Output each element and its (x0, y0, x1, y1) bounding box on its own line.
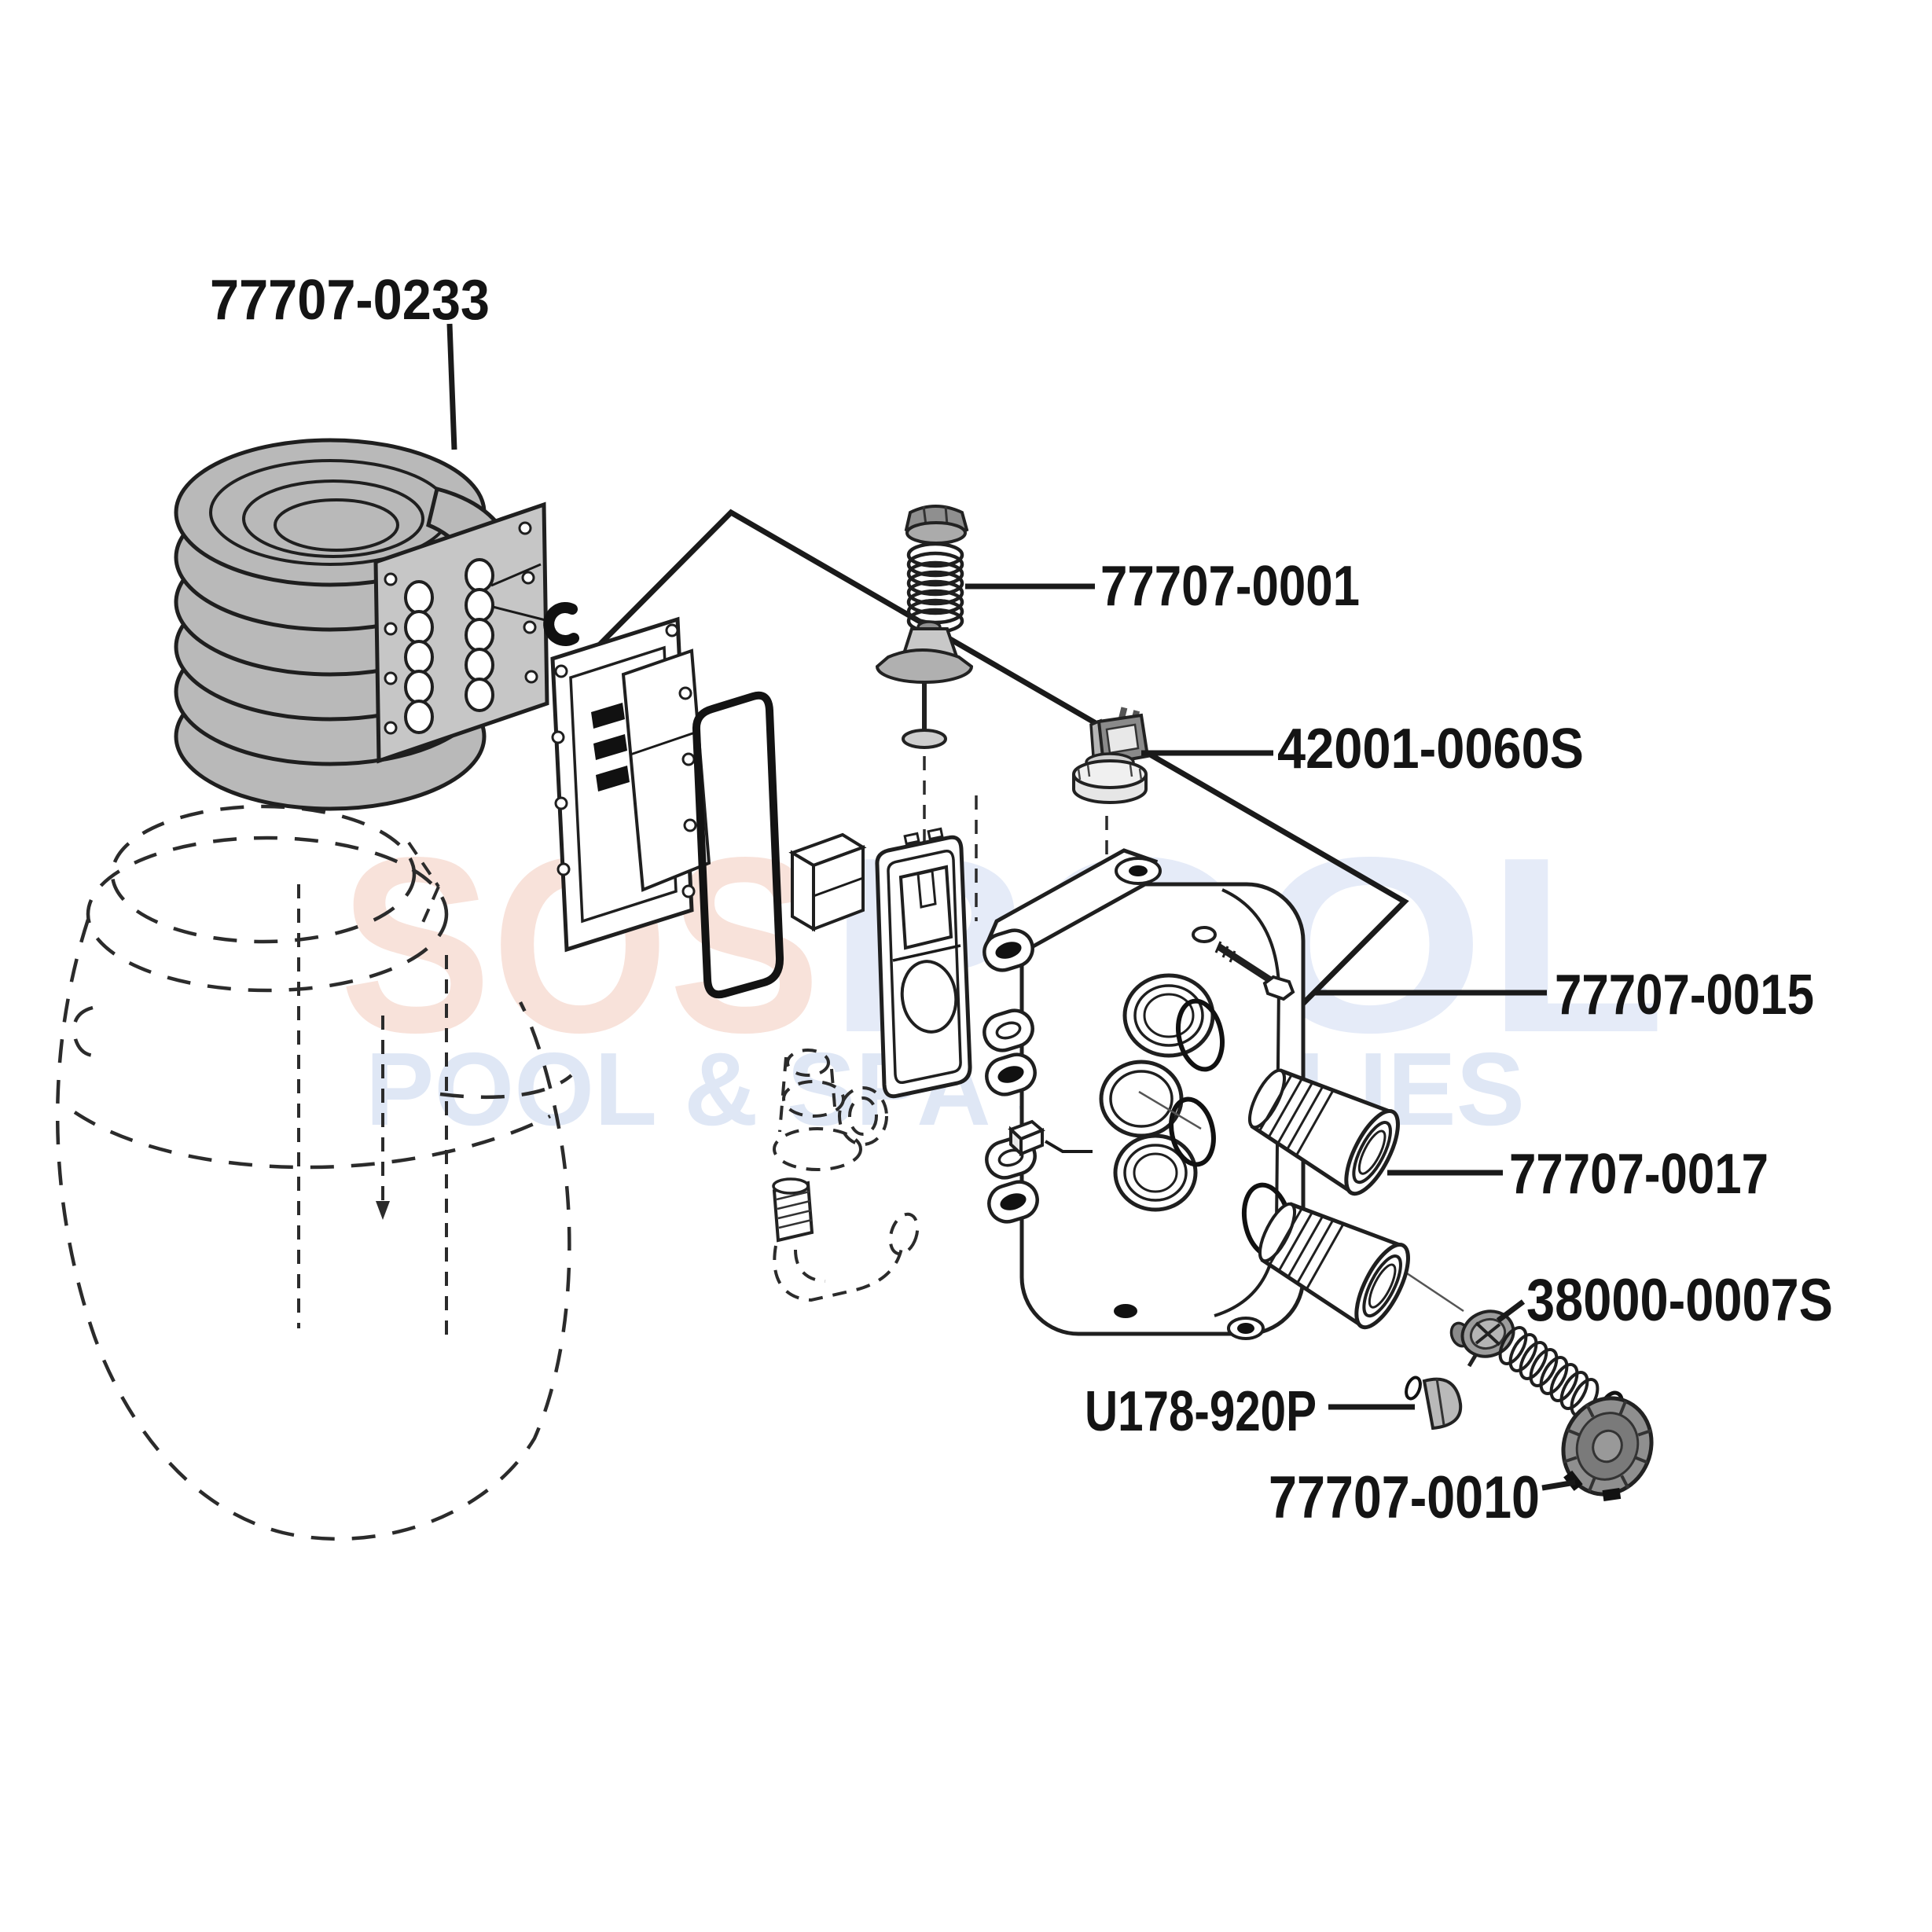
header-manifold-body (983, 848, 1306, 1340)
manifold-bolt (1192, 926, 1295, 1001)
manifold-port-lower (1113, 1133, 1198, 1212)
inner-cover-panel (875, 827, 972, 1099)
bypass-cap (1561, 1396, 1654, 1501)
header-gasket-oring (692, 691, 784, 999)
regulator-spring (1498, 1326, 1600, 1417)
tube-sheet-plate (373, 501, 549, 764)
leader-38000-0007S (1496, 1299, 1526, 1323)
leader-77707-0233 (446, 323, 457, 450)
manifold-port-upper (1122, 973, 1215, 1058)
drain-elbow-assembly (772, 1049, 920, 1302)
part-label-77707-0001: 77707-0001 (1100, 555, 1360, 618)
manifold-square-plug (1008, 1119, 1093, 1158)
gas-valve-switch (1072, 707, 1150, 865)
port-orings (1169, 998, 1293, 1259)
part-label-77707-0233: 77707-0233 (210, 269, 490, 332)
mounting-bracket (788, 832, 867, 932)
pipe-adapter-upper (1247, 1068, 1400, 1196)
part-label-U178-920P: U178-920P (1085, 1380, 1317, 1443)
tube-sheet-cover-plate (550, 616, 711, 953)
part-label-77707-0017: 77707-0017 (1509, 1143, 1769, 1206)
assembly-leader-line (583, 509, 1409, 1053)
part-label-77707-0010: 77707-0010 (1269, 1464, 1540, 1531)
part-label-77707-0015: 77707-0015 (1555, 964, 1814, 1027)
thermal-regulator (1449, 1309, 1515, 1368)
leader-lines (446, 323, 1576, 1491)
drain-plug (1405, 1376, 1463, 1431)
leader-77707-0010 (1541, 1479, 1576, 1491)
part-label-38000-0007S: 38000-0007S (1526, 1267, 1833, 1334)
tank-phantom-outline (56, 804, 573, 1541)
bypass-spring-assembly (875, 505, 974, 858)
part-label-42001-0060S: 42001-0060S (1277, 718, 1584, 781)
pipe-adapter-lower (1258, 1202, 1410, 1330)
retainer-clip (543, 602, 579, 647)
manifold-bottom-port (1114, 1304, 1137, 1318)
